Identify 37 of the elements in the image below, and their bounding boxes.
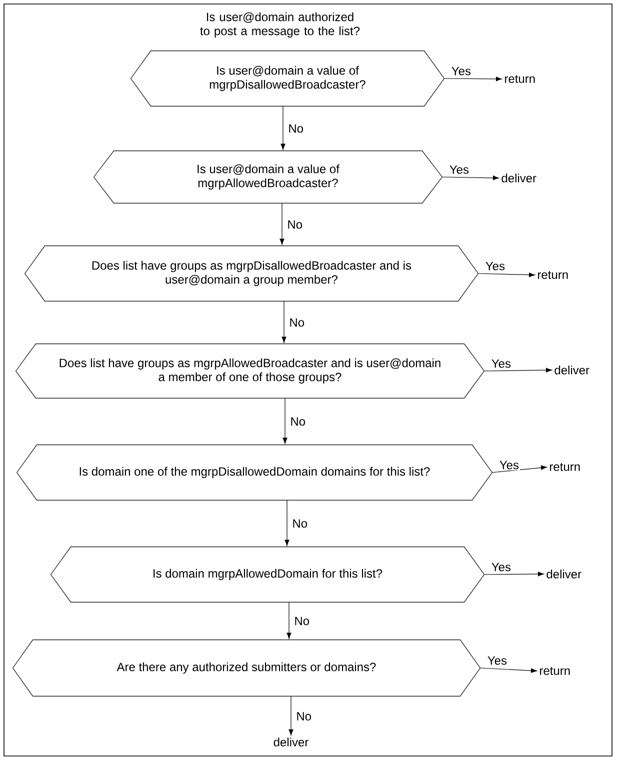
arrow bbox=[492, 465, 547, 473]
edge-label: Yes bbox=[498, 460, 520, 470]
arrow bbox=[282, 398, 288, 444]
arrow bbox=[442, 176, 499, 180]
edge-label: No bbox=[289, 416, 307, 427]
arrow bbox=[280, 106, 286, 150]
arrow bbox=[478, 272, 535, 278]
title: Is user@domain authorized to post a message to the list? bbox=[200, 12, 360, 38]
edge-label: Yes bbox=[490, 562, 512, 572]
outcome-text: return bbox=[540, 667, 570, 675]
edge-label: No bbox=[288, 317, 306, 328]
outcome-text: deliver bbox=[274, 738, 308, 746]
edge-label: No bbox=[295, 711, 313, 722]
arrow bbox=[286, 602, 292, 639]
outcome-text: deliver bbox=[502, 174, 536, 182]
outcome-text: deliver bbox=[546, 570, 582, 578]
edge-label: Yes bbox=[448, 164, 470, 175]
edge-label: No bbox=[286, 219, 304, 230]
arrow bbox=[282, 300, 286, 343]
outcome-text: deliver bbox=[554, 366, 590, 374]
edge-label: Yes bbox=[484, 260, 506, 272]
outcome-text: return bbox=[505, 75, 535, 83]
arrow bbox=[484, 368, 552, 372]
outcome-text: return bbox=[538, 271, 568, 279]
edge-label: Yes bbox=[450, 66, 472, 76]
edge-label: No bbox=[287, 123, 305, 134]
arrow bbox=[444, 76, 502, 82]
arrow bbox=[480, 668, 537, 673]
edge-label: No bbox=[293, 616, 311, 626]
arrow bbox=[284, 500, 290, 546]
arrow bbox=[280, 202, 284, 245]
outcome-text: return bbox=[550, 463, 580, 471]
edge-label: Yes bbox=[486, 655, 508, 666]
arrow bbox=[484, 572, 544, 576]
arrow bbox=[288, 696, 294, 736]
edge-label: Yes bbox=[490, 358, 512, 369]
edge-label: No bbox=[291, 518, 309, 529]
